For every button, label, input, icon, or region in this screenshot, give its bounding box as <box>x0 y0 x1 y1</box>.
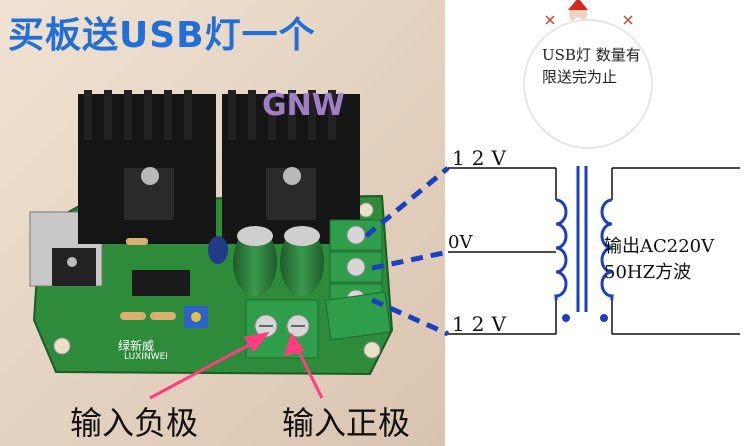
snowflake-icon <box>545 15 633 25</box>
arrow-icon <box>149 331 324 400</box>
label-bottom-12v: 12V <box>452 312 513 336</box>
promo-title: 买板送USB灯一个 <box>8 15 316 56</box>
heatsink-left <box>78 90 216 244</box>
label-center-0v: 0V <box>448 232 473 253</box>
output-wave-label: 50HZ方波 <box>604 262 692 283</box>
board-label-cn: 绿新威 <box>118 339 155 353</box>
promo-note: USB灯 数量有限送完为止 <box>542 46 641 86</box>
promo-circle <box>523 19 653 149</box>
ic-chip <box>132 270 190 296</box>
board-illustration <box>0 0 445 446</box>
label-top-12v: 12V <box>452 146 513 170</box>
capacitor-1 <box>233 228 277 296</box>
output-terminals <box>324 219 392 341</box>
capacitor-2 <box>280 228 324 296</box>
input-positive-label: 输入正极 <box>282 404 411 442</box>
board-label-en: LUXINWEI <box>124 352 168 362</box>
product-photo: 买板送USB灯一个 GNW 绿新威 LUXINWEI 输入负极 输入正极 <box>0 0 445 446</box>
input-negative-label: 输入负极 <box>70 404 199 442</box>
coils <box>554 166 614 312</box>
brand-watermark: GNW <box>262 88 345 123</box>
dashed-connectors <box>364 166 450 337</box>
heatsink-right <box>222 90 360 244</box>
output-voltage-label: 输出AC220V <box>604 236 715 257</box>
